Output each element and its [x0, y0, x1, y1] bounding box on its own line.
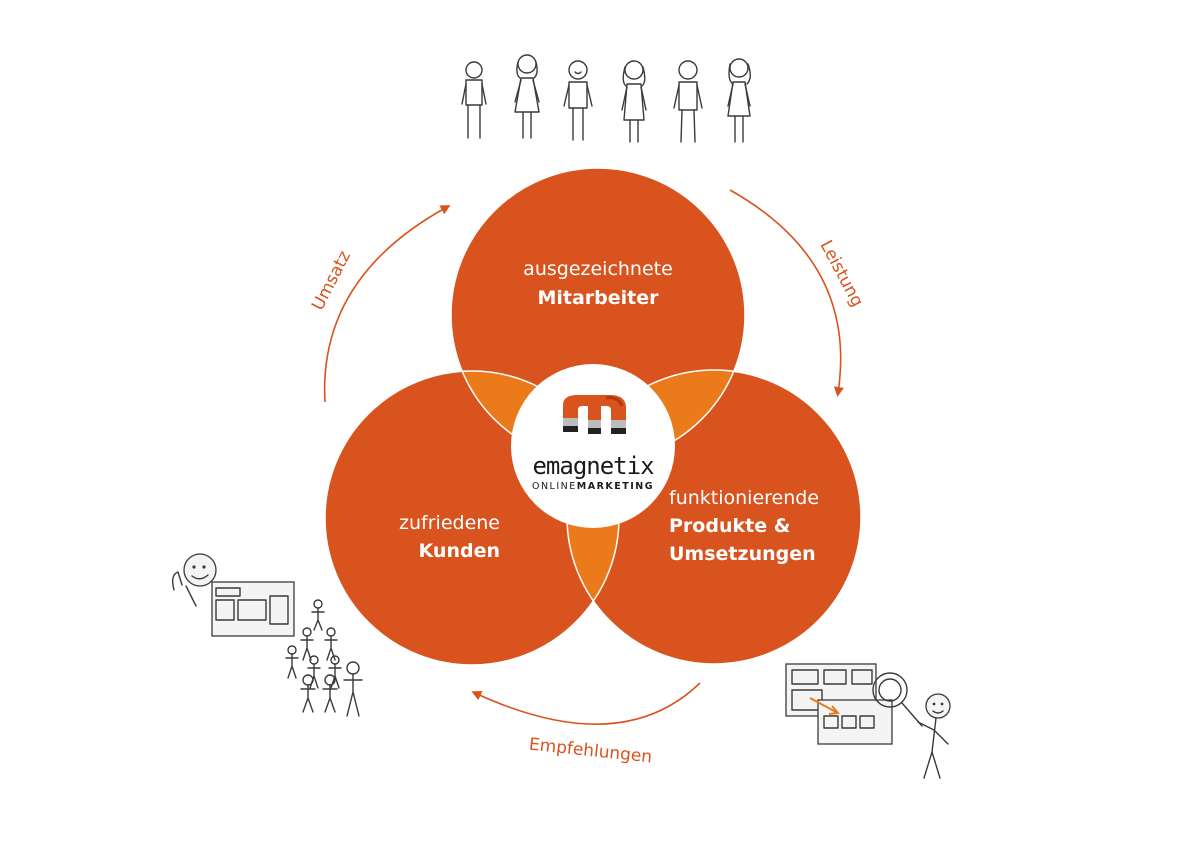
label-umsatz: Umsatz: [308, 248, 355, 314]
arrow-leistung: [729, 189, 844, 397]
right-circle-line1: funktionierende: [669, 487, 819, 509]
right-circle-line2: Produkte &: [669, 515, 790, 537]
logo-tagline: ONLINEMARKETING: [532, 481, 654, 492]
logo-tagline-bold: MARKETING: [577, 481, 654, 492]
label-leistung: Leistung: [816, 237, 868, 310]
logo-magnet-icon: [563, 395, 626, 434]
people-group-icon: [461, 54, 751, 143]
right-circle-line3: Umsetzungen: [669, 543, 816, 565]
logo-tagline-light: ONLINE: [532, 481, 577, 492]
label-empfehlungen: Empfehlungen: [528, 735, 653, 768]
arrow-umsatz: [323, 205, 451, 403]
center-logo-circle: [511, 364, 675, 528]
customer-thumbs-up-icon: [171, 553, 363, 717]
top-circle-line1: ausgezeichnete: [523, 258, 673, 280]
left-circle-line2: Kunden: [419, 540, 500, 562]
left-circle-line1: zufriedene: [399, 512, 500, 534]
product-review-icon: [785, 663, 951, 779]
arrow-empfehlungen: [471, 682, 701, 725]
logo-brand: emagnetix: [532, 452, 654, 480]
top-circle-line2: Mitarbeiter: [537, 287, 659, 309]
